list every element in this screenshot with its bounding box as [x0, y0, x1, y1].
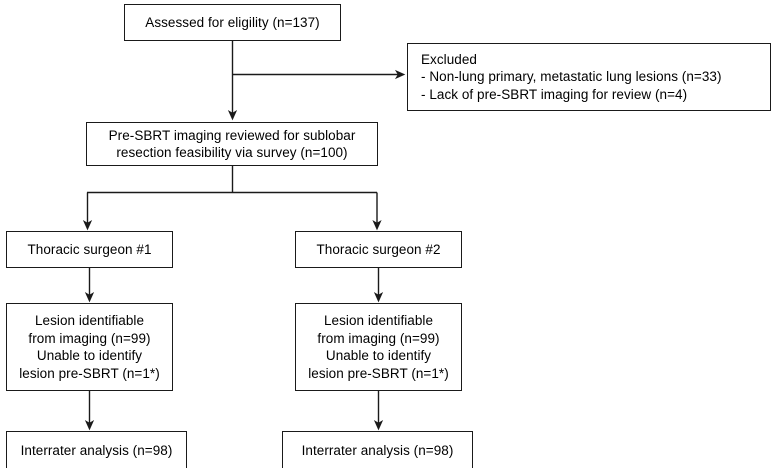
- node-lesion-identifiable-1: Lesion identifiable from imaging (n=99) …: [6, 303, 173, 391]
- node-text-line: Thoracic surgeon #2: [316, 241, 441, 257]
- node-text-line: Excluded: [421, 51, 477, 67]
- node-interrater-analysis-2: Interrater analysis (n=98): [282, 431, 473, 468]
- node-text-line: Interrater analysis (n=98): [20, 443, 173, 459]
- node-assessed-for-eligibility: Assessed for eligility (n=137): [124, 4, 341, 41]
- node-text-line: Assessed for eligility (n=137): [145, 14, 320, 30]
- node-text-line: lesion pre-SBRT (n=1*): [19, 365, 160, 381]
- node-text-line: Unable to identify: [36, 348, 143, 363]
- node-text-line: Interrater analysis (n=98): [301, 443, 454, 459]
- node-text-line: Lesion identifiable: [323, 313, 434, 328]
- node-text-line: Pre-SBRT imaging reviewed for sublobar: [108, 127, 356, 143]
- node-text-line: - Non-lung primary, metastatic lung lesi…: [421, 69, 722, 85]
- node-excluded: Excluded - Non-lung primary, metastatic …: [407, 43, 771, 111]
- node-text-line: resection feasibility via survey (n=100): [116, 145, 348, 160]
- node-text-line: from imaging (n=99): [28, 330, 151, 346]
- node-presbrt-imaging-reviewed: Pre-SBRT imaging reviewed for sublobar r…: [86, 122, 378, 166]
- node-lesion-identifiable-2: Lesion identifiable from imaging (n=99) …: [295, 303, 462, 391]
- node-text-line: Thoracic surgeon #1: [27, 241, 152, 257]
- node-text-line: Unable to identify: [325, 348, 432, 363]
- node-interrater-analysis-1: Interrater analysis (n=98): [6, 431, 187, 468]
- node-text-line: - Lack of pre-SBRT imaging for review (n…: [421, 86, 688, 102]
- node-thoracic-surgeon-1: Thoracic surgeon #1: [6, 231, 173, 268]
- node-text-line: lesion pre-SBRT (n=1*): [308, 365, 449, 381]
- node-text-line: Lesion identifiable: [34, 313, 145, 328]
- node-thoracic-surgeon-2: Thoracic surgeon #2: [295, 231, 462, 268]
- node-text-line: from imaging (n=99): [317, 330, 440, 346]
